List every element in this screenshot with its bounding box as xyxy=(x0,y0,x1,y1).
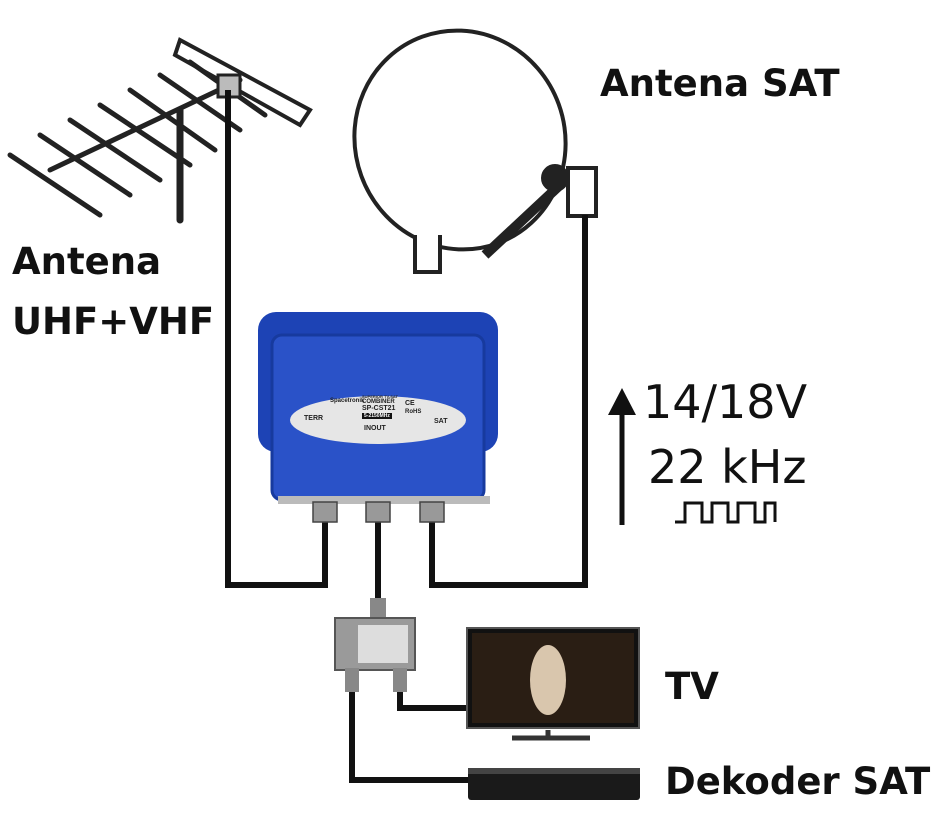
device-cert: CE xyxy=(405,400,415,407)
device-freq: 5-2150MHz xyxy=(362,413,392,419)
device-type-2: COMBINER xyxy=(362,399,395,405)
device-type-1: SUPERIOR TV-SAT xyxy=(362,394,398,399)
combiner-device xyxy=(258,312,498,523)
port-inout-label: INOUT xyxy=(364,425,386,432)
port-sat-label: SAT xyxy=(434,418,448,425)
device-brand: Spacetronik xyxy=(330,398,365,404)
device-rohs: RoHS xyxy=(405,409,422,415)
port-terr-label: TERR xyxy=(304,415,324,422)
tv xyxy=(466,627,640,741)
voltage-label: 14/18V xyxy=(643,375,808,429)
device-model: SP-CST21 xyxy=(362,405,396,412)
frequency-label: 22 kHz xyxy=(648,440,807,494)
cables xyxy=(225,90,588,783)
splitter xyxy=(334,598,416,692)
terrestrial-antenna xyxy=(7,37,313,224)
decoder-label: Dekoder SAT xyxy=(665,760,931,803)
up-arrow-icon xyxy=(608,388,636,525)
sat-antenna-label: Antena SAT xyxy=(600,62,840,105)
satellite-dish xyxy=(352,28,598,274)
terr-antenna-label-1: Antena xyxy=(12,240,162,283)
tv-label: TV xyxy=(665,665,719,708)
terr-antenna-label-2: UHF+VHF xyxy=(12,300,215,343)
square-wave-icon xyxy=(675,501,777,524)
sat-decoder xyxy=(468,768,640,800)
